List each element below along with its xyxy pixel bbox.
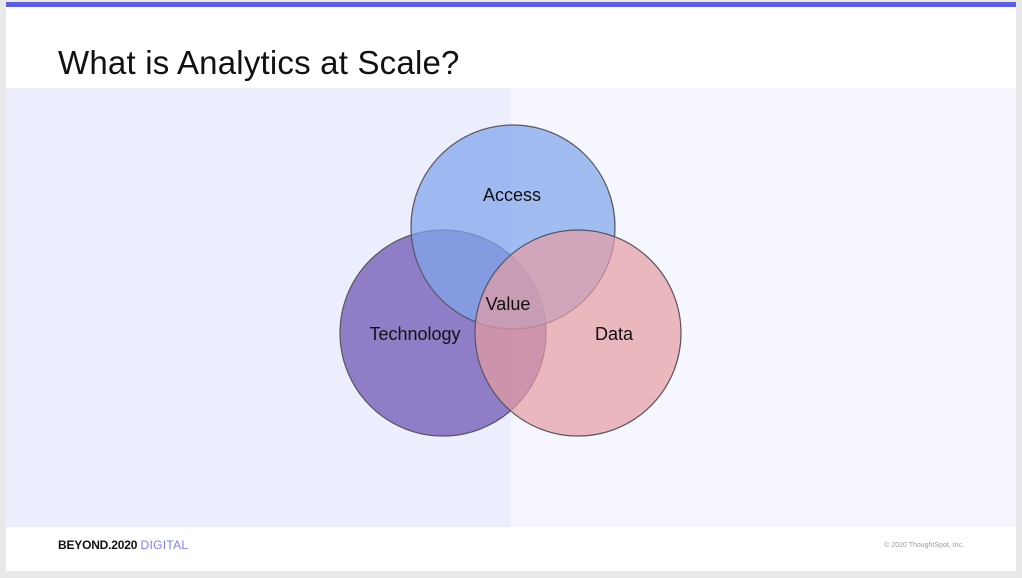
venn-label-technology: Technology bbox=[369, 324, 460, 344]
copyright-notice: © 2020 ThoughtSpot, Inc. bbox=[884, 542, 964, 549]
brand-text-strong: BEYOND.2020 bbox=[58, 538, 138, 552]
footer-brand-logo: BEYOND.2020 DIGITAL bbox=[58, 538, 188, 552]
venn-label-data: Data bbox=[595, 324, 634, 344]
venn-label-access: Access bbox=[483, 185, 541, 205]
slide-title: What is Analytics at Scale? bbox=[58, 44, 460, 81]
venn-label-value: Value bbox=[486, 294, 531, 314]
brand-text-light: DIGITAL bbox=[140, 538, 189, 552]
accent-bar bbox=[6, 2, 1016, 7]
venn-diagram: Access Technology Data Value bbox=[339, 124, 682, 437]
slide: What is Analytics at Scale? Access Techn… bbox=[6, 2, 1016, 571]
venn-circle-data bbox=[474, 229, 682, 437]
